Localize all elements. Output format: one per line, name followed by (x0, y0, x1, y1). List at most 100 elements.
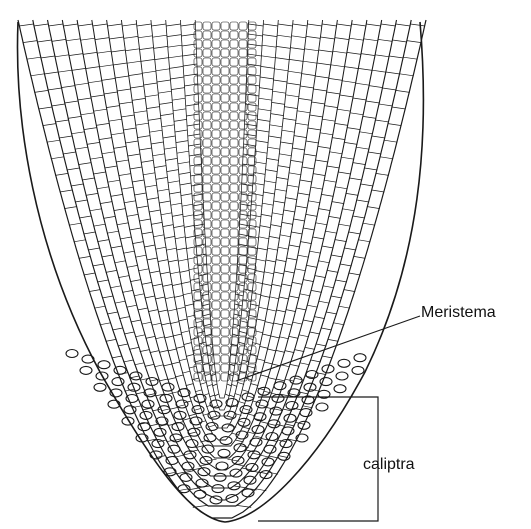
cell-cross-wall (352, 24, 367, 26)
central-cell (212, 130, 220, 138)
central-cell (239, 175, 247, 183)
cell-cross-wall (275, 58, 289, 60)
cell-cross-wall (111, 50, 125, 52)
cell-cross-wall (318, 146, 331, 148)
calyptra-cell (204, 434, 216, 442)
cell-cross-wall (338, 172, 351, 174)
cell-cross-wall (407, 41, 422, 43)
cell-cross-wall (253, 343, 261, 345)
cell-cross-wall (170, 322, 179, 324)
cell-cross-wall (188, 414, 196, 416)
cell-cross-wall (276, 46, 290, 48)
cell-cross-wall (110, 286, 121, 288)
calyptra-cell (254, 413, 266, 421)
calyptra-cell (290, 376, 302, 384)
cell-cross-wall (356, 83, 370, 85)
cell-cross-wall (248, 366, 255, 368)
central-cell (221, 139, 229, 147)
cell-cross-wall (144, 83, 158, 85)
cell-cross-wall (280, 337, 289, 339)
cell-cross-wall (285, 424, 294, 426)
cell-cross-wall (316, 223, 328, 225)
cell-cross-wall (284, 210, 295, 212)
calyptra-cell (316, 403, 328, 411)
central-cell (239, 328, 247, 336)
cell-cross-wall (117, 89, 131, 91)
central-cell (221, 58, 229, 66)
cell-cross-wall (169, 56, 183, 58)
cell-cross-wall (115, 301, 126, 303)
calyptra-cell (194, 490, 206, 498)
cell-cross-wall (107, 180, 119, 182)
cell-cross-wall (243, 427, 251, 429)
cell-cross-wall (159, 102, 172, 104)
cell-cross-wall (264, 272, 274, 274)
central-cell (230, 292, 238, 300)
cell-cross-wall (168, 349, 177, 351)
central-cell (221, 283, 229, 291)
cell-cross-wall (234, 374, 240, 376)
central-cell (221, 40, 229, 48)
cell-cross-wall (161, 323, 170, 325)
cell-cross-wall (284, 107, 297, 109)
cell-cross-wall (75, 200, 87, 202)
cell-cross-wall (142, 232, 153, 234)
cell-cross-wall (335, 123, 348, 125)
calyptra-cell (284, 414, 296, 422)
central-cell (221, 328, 229, 336)
central-cell (194, 31, 202, 39)
cell-cross-wall (189, 366, 196, 368)
cell-cross-wall (358, 68, 372, 70)
cell-cross-wall (119, 102, 132, 104)
cell-cross-wall (82, 178, 95, 180)
cell-cross-wall (186, 384, 194, 386)
cell-cross-wall (301, 242, 312, 244)
cell-cross-wall (68, 116, 81, 118)
cell-cross-wall (319, 261, 330, 263)
cell-cross-wall (209, 395, 214, 397)
cell-cross-wall (105, 166, 118, 168)
cell-cross-wall (134, 363, 144, 365)
cell-cross-wall (353, 163, 366, 165)
cell-cross-wall (289, 59, 303, 61)
central-cell (221, 49, 229, 57)
cell-cross-wall (142, 71, 156, 73)
cell-cross-wall (291, 160, 303, 162)
cell-cross-wall (331, 296, 342, 298)
cell-cross-wall (164, 147, 176, 149)
central-cell (212, 292, 220, 300)
cell-cross-wall (172, 214, 183, 216)
cell-cross-wall (114, 261, 125, 263)
central-cell (221, 220, 229, 228)
cell-cross-wall (119, 317, 129, 319)
central-cell (230, 319, 238, 327)
central-cell (221, 103, 229, 111)
central-cell (221, 346, 229, 354)
calyptra-cell (214, 473, 226, 481)
cell-cross-wall (282, 222, 293, 224)
caliptra-label: caliptra (363, 457, 415, 473)
cell-cross-wall (376, 173, 389, 175)
cell-cross-wall (152, 409, 161, 411)
central-cell (239, 166, 247, 174)
calyptra-cell (112, 378, 124, 386)
cell-cross-wall (130, 280, 141, 282)
central-cell (239, 112, 247, 120)
cell-cross-wall (311, 187, 323, 189)
cell-cross-wall (113, 63, 127, 65)
cell-file-wall (107, 20, 338, 458)
cell-cross-wall (344, 248, 356, 250)
cell-cross-wall (178, 162, 190, 164)
cell-cross-wall (88, 248, 100, 250)
cell-cross-wall (155, 337, 164, 339)
central-cell (221, 148, 229, 156)
calyptra-cell (168, 445, 180, 453)
central-cell (230, 238, 238, 246)
central-cell (212, 310, 220, 318)
cell-cross-wall (299, 98, 312, 100)
cell-cross-wall (310, 251, 321, 253)
calyptra-cell (94, 383, 106, 391)
cell-cross-wall (127, 61, 141, 63)
cell-cross-wall (152, 154, 164, 156)
